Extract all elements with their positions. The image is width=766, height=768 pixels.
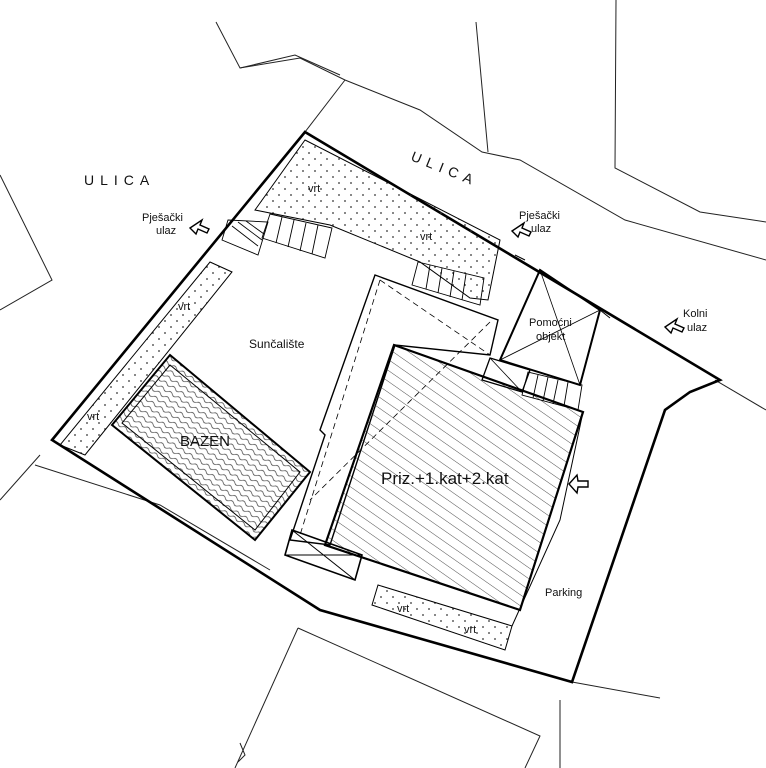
garden-label-bottom-right: vrt — [464, 624, 476, 636]
pedestrian-left-arrow-icon — [188, 218, 210, 236]
pool — [110, 353, 312, 542]
aux-building-line1: Pomoćni — [529, 317, 572, 329]
parking-edges — [511, 254, 611, 627]
pedestrian-entrance-left-line1: Pješački — [142, 212, 183, 224]
entrance-arrows — [188, 218, 685, 495]
street-label-left: ULICA — [84, 172, 155, 188]
pedestrian-entrance-right-line1: Pješački — [519, 210, 560, 222]
house-entry-arrow-icon — [568, 473, 589, 495]
aux-building — [498, 268, 602, 387]
parking-label: Parking — [545, 587, 582, 599]
garden-label-bottom-left: vrt — [397, 603, 409, 615]
garden-label-left-lower: vrt — [87, 411, 99, 423]
vehicle-arrow-icon — [663, 317, 685, 335]
street-label-right: ULICA — [409, 148, 481, 190]
garden-areas — [59, 139, 513, 651]
plot-boundary — [50, 130, 723, 684]
vehicle-entrance-line2: ulaz — [687, 322, 707, 334]
pool-label: BAZEN — [180, 433, 230, 450]
vehicle-entrance-line1: Kolni — [683, 308, 707, 320]
main-house — [284, 343, 585, 612]
sunbathing-label: Sunčalište — [249, 337, 305, 351]
pedestrian-right-arrow-icon — [510, 221, 532, 239]
aux-building-line2: objekt — [536, 331, 565, 343]
pedestrian-entrance-left-line2: ulaz — [156, 225, 176, 237]
garden-label-left-upper: vrt — [178, 301, 190, 313]
house-label: Priz.+1.kat+2.kat — [381, 469, 509, 488]
garden-label-top-right: vrt — [420, 231, 432, 243]
pedestrian-entrance-right-line2: ulaz — [531, 223, 551, 235]
garden-label-top: vrt — [308, 183, 320, 195]
